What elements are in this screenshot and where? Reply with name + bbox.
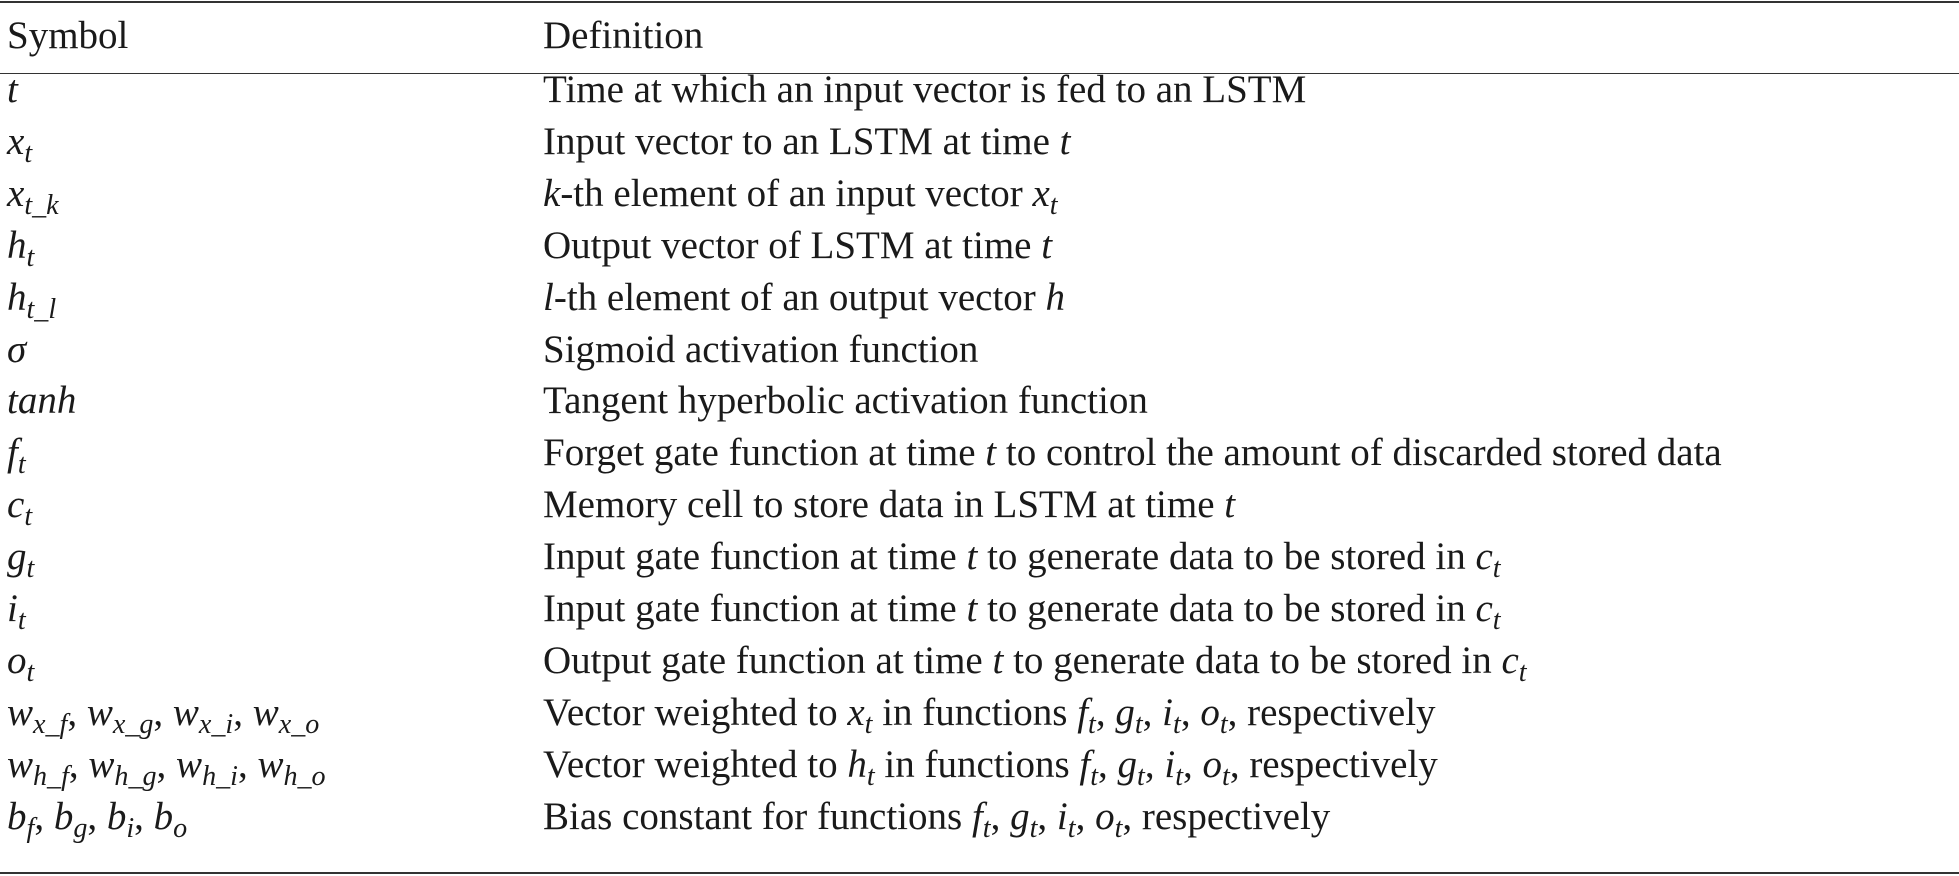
header-definition: Definition <box>543 14 704 57</box>
symbol-cell: t <box>7 68 18 111</box>
table-row: it Input gate function at time t to gener… <box>0 583 1959 635</box>
definition-cell: Time at which an input vector is fed to … <box>543 68 1307 111</box>
symbol-cell: ot <box>7 638 35 688</box>
definition-cell: k-th element of an input vector xt <box>543 171 1058 221</box>
bottom-rule <box>0 872 1959 874</box>
definition-cell: Input gate function at time t to generat… <box>543 587 1501 636</box>
definition-cell: Vector weighted to ht in functions ft, g… <box>543 742 1438 792</box>
definition-cell: Forget gate function at time t to contro… <box>543 431 1722 475</box>
table-row: ct Memory cell to store data in LSTM at t… <box>0 479 1959 531</box>
table-row: bf, bg, bi, bo Bias constant for function… <box>0 791 1959 843</box>
table-row: wx_f, wx_g, wx_i, wx_o Vector weighted to… <box>0 687 1959 739</box>
symbol-cell: ht_l <box>7 275 57 325</box>
table-row: xt Input vector to an LSTM at time t <box>0 116 1959 168</box>
table-row: xt_k k-th element of an input vector xt <box>0 168 1959 220</box>
table-row: ht_l l-th element of an output vector h <box>0 272 1959 324</box>
definition-cell: Output vector of LSTM at time t <box>543 223 1053 267</box>
symbol-cell: wh_f, wh_g, wh_i, wh_o <box>7 742 326 792</box>
table-row: t Time at which an input vector is fed to… <box>0 64 1959 116</box>
symbol-cell: it <box>7 587 26 636</box>
table-row: ft Forget gate function at time t to cont… <box>0 427 1959 479</box>
symbol-cell: ct <box>7 483 33 533</box>
table-row: tanh Tangent hyperbolic activation functi… <box>0 375 1959 427</box>
definition-cell: Vector weighted to xt in functions ft, g… <box>543 690 1436 740</box>
symbol-cell: gt <box>7 535 35 584</box>
symbol-cell: ht <box>7 223 35 273</box>
table-row: σ Sigmoid activation function <box>0 324 1959 376</box>
table-row: ot Output gate function at time t to gene… <box>0 635 1959 687</box>
symbol-cell: bf, bg, bi, bo <box>7 794 188 844</box>
header-symbol: Symbol <box>7 14 129 57</box>
symbol-cell: tanh <box>7 379 77 423</box>
symbol-cell: ft <box>7 431 26 481</box>
table-row: ht Output vector of LSTM at time t <box>0 220 1959 272</box>
definition-cell: l-th element of an output vector h <box>543 275 1066 319</box>
symbol-cell: xt <box>7 119 33 169</box>
definition-cell: Sigmoid activation function <box>543 327 979 371</box>
definition-cell: Output gate function at time t to genera… <box>543 638 1527 688</box>
definition-cell: Memory cell to store data in LSTM at tim… <box>543 483 1236 527</box>
definition-cell: Input gate function at time t to generat… <box>543 535 1501 584</box>
table-row: gt Input gate function at time t to gener… <box>0 531 1959 583</box>
symbol-cell: σ <box>7 327 27 371</box>
symbol-cell: wx_f, wx_g, wx_i, wx_o <box>7 690 320 740</box>
definition-cell: Bias constant for functions ft, gt, it, … <box>543 794 1331 844</box>
table-row: wh_f, wh_g, wh_i, wh_o Vector weighted to… <box>0 739 1959 791</box>
header-rule <box>0 73 1959 74</box>
top-rule <box>0 1 1959 3</box>
table-header-row: Symbol Definition <box>0 10 1959 62</box>
symbol-cell: xt_k <box>7 171 59 221</box>
definition-cell: Tangent hyperbolic activation function <box>543 379 1148 423</box>
definition-cell: Input vector to an LSTM at time t <box>543 119 1071 163</box>
